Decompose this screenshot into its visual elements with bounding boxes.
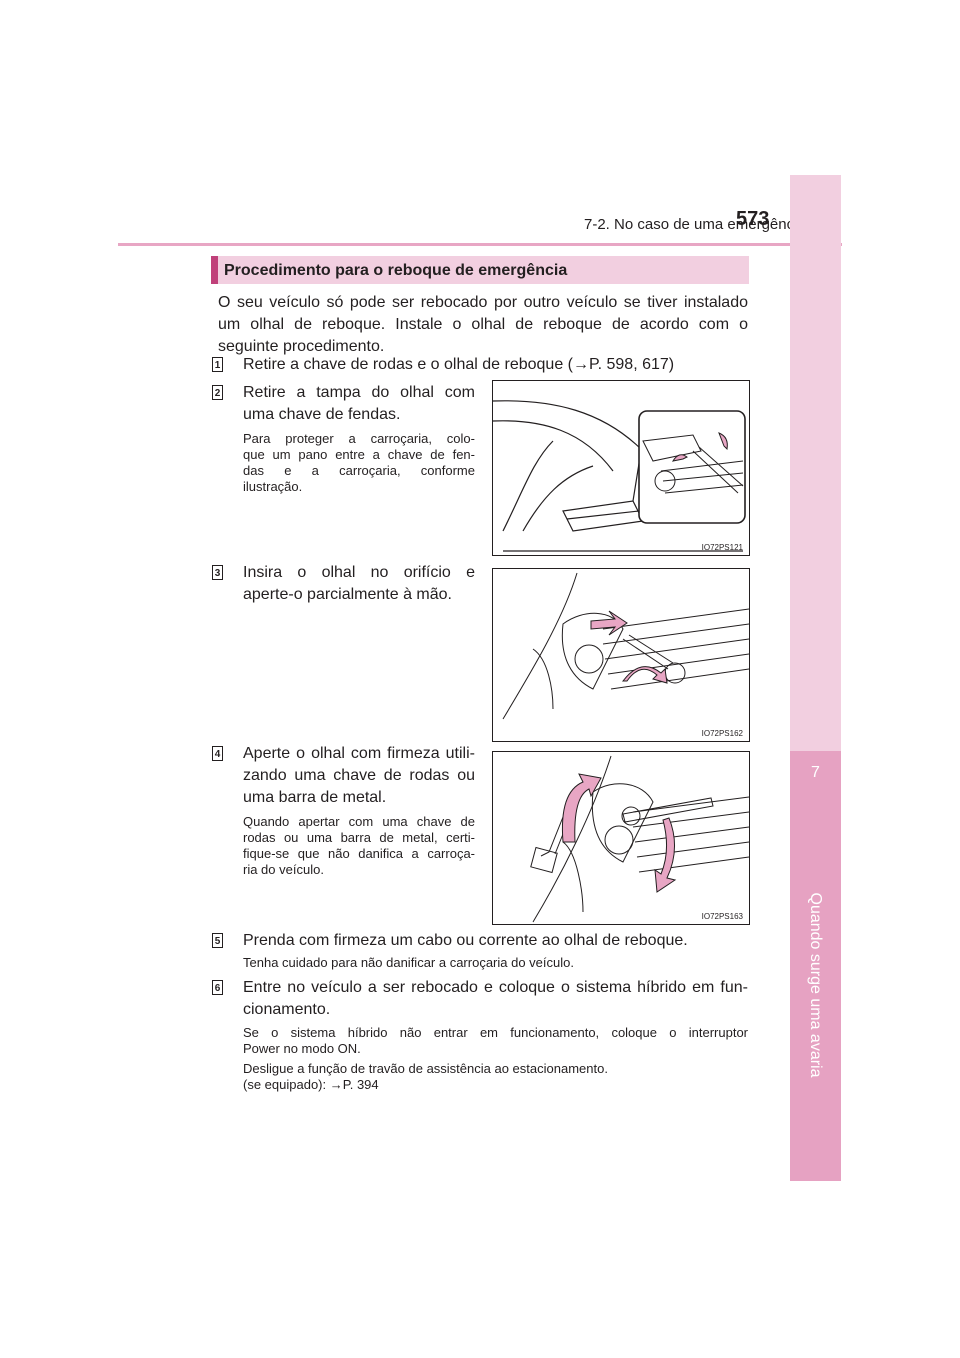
step-text: Retire a chave de rodas e o olhal de reb… (243, 356, 675, 373)
illustration-insert-eyelet: IO72PS162 (492, 568, 750, 742)
section-heading-bar (211, 256, 749, 284)
step-text: Retire a tampa do olhal com uma chave de… (243, 382, 475, 426)
car-front-cover-drawing (492, 400, 746, 552)
note-line: Quando apertar com uma chave de (243, 814, 475, 829)
step-text: Insira o olhal no orifício e aperte-o pa… (243, 562, 475, 606)
side-tab-upper (790, 175, 841, 751)
section-title: Procedimento para o reboque de emergênci… (224, 262, 568, 279)
step-line: zando uma chave de rodas ou (243, 767, 475, 784)
illustration-remove-cover: IO72PS121 (492, 380, 750, 556)
step-line: Entre no veículo a ser rebocado e coloqu… (243, 979, 748, 996)
step-line: uma chave de fendas. (243, 406, 401, 423)
step-line: aperte-o parcialmente à mão. (243, 586, 452, 603)
chapter-number: 7 (811, 764, 820, 781)
intro-line: seguinte procedimento. (218, 338, 385, 355)
step-text: Prenda com firmeza um cabo ou corrente a… (243, 932, 688, 949)
note-line: ilustração. (243, 479, 303, 494)
note-line: das e a carroçaria, conforme (243, 463, 475, 478)
illustration-tighten-eyelet: IO72PS163 (492, 751, 750, 925)
eyelet-insert-drawing (502, 572, 750, 720)
intro-paragraph: O seu veículo só pode ser rebocado por o… (218, 292, 748, 358)
page-number: 573 (736, 208, 770, 230)
running-header: 7-2. No caso de uma emergência (584, 216, 806, 233)
step-line: cionamento. (243, 1001, 331, 1018)
step-line: Insira o olhal no orifício e (243, 564, 475, 581)
note-line: fique-se que não danifica a carroça- (243, 846, 475, 861)
figure-code: IO72PS121 (701, 543, 743, 552)
step-line: Retire a tampa do olhal com (243, 384, 475, 401)
side-tab-chapter (790, 751, 841, 1181)
note-line: que um pano entre a chave de fen- (243, 447, 475, 462)
intro-line: um olhal de reboque. Instale o olhal de … (218, 316, 748, 333)
step-line: uma barra de metal. (243, 789, 387, 806)
step-number: 2 (212, 385, 223, 400)
step-number: 4 (212, 746, 223, 761)
step-note: Para proteger a carroçaria, colo- que um… (243, 431, 475, 495)
note-line: ria do veículo. (243, 862, 324, 877)
step-note: Tenha cuidado para não danificar a carro… (243, 955, 574, 970)
note-line: (se equipado): →P. 394 (243, 1077, 379, 1092)
step-note: Quando apertar com uma chave de rodas ou… (243, 814, 475, 878)
step-line: Aperte o olhal com firmeza utili- (243, 745, 475, 762)
step-number: 6 (212, 980, 223, 995)
note-line: rodas ou uma barra de metal, certi- (243, 830, 475, 845)
note-line: Para proteger a carroçaria, colo- (243, 431, 475, 446)
step-text: Entre no veículo a ser rebocado e coloqu… (243, 977, 748, 1021)
chapter-title-text: Quando surge uma avaria (807, 892, 824, 1078)
note-line: Se o sistema híbrido não entrar em funci… (243, 1025, 748, 1040)
figure-code: IO72PS163 (701, 912, 743, 921)
step-number: 5 (212, 933, 223, 948)
chapter-title: Quando surge uma avaria (802, 796, 828, 1176)
step-number: 1 (212, 357, 223, 372)
step-text: Aperte o olhal com firmeza utili- zando … (243, 743, 475, 809)
figure-code: IO72PS162 (701, 729, 743, 738)
header-rule (118, 243, 842, 246)
note-line: Power no modo ON. (243, 1041, 361, 1056)
intro-line: O seu veículo só pode ser rebocado por o… (218, 294, 748, 311)
step-number: 3 (212, 565, 223, 580)
note-line: Desligue a função de travão de assistênc… (243, 1061, 608, 1076)
step-note: Se o sistema híbrido não entrar em funci… (243, 1025, 748, 1093)
eyelet-tighten-drawing (530, 755, 750, 923)
